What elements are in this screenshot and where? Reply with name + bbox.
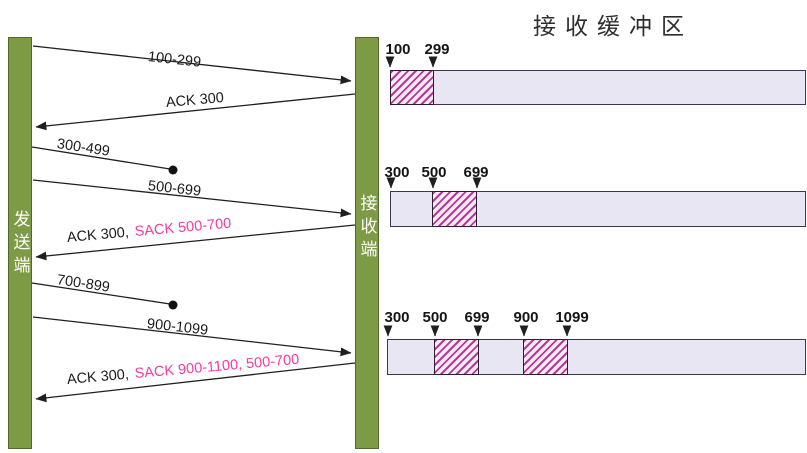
- segment-line-100-299: [32, 45, 352, 85]
- receive-buffer-state-3: [387, 339, 806, 375]
- buffer1-marker-299: 299: [424, 41, 450, 58]
- receive-buffer-title: 接收缓冲区: [533, 13, 693, 39]
- segment-line-700-899-lost: [31, 282, 171, 305]
- buffer3-marker-1099: 1099: [555, 309, 589, 326]
- received-block-500-699: [432, 191, 477, 227]
- received-block-100-299: [390, 70, 434, 105]
- received-block-900-1099: [523, 339, 568, 375]
- buffer3-marker-500: 500: [422, 309, 448, 326]
- sender-label: 发送端: [10, 210, 30, 279]
- received-block-500-699: [434, 339, 479, 375]
- buffer1-marker-100: 100: [385, 41, 411, 58]
- buffer3-marker-300: 300: [384, 309, 410, 326]
- segment-line-900-1099: [32, 316, 352, 357]
- receive-buffer-state-1: [390, 70, 806, 105]
- segment-line-500-699: [32, 179, 352, 218]
- receiver-label: 接收端: [357, 194, 377, 263]
- receive-buffer-state-2: [390, 191, 806, 227]
- buffer2-marker-500: 500: [421, 164, 447, 181]
- buffer3-marker-699: 699: [464, 309, 490, 326]
- ack-sack-line-500-700: [35, 224, 356, 261]
- buffer2-marker-300: 300: [384, 164, 410, 181]
- lost-packet-dot-700-899: [168, 300, 178, 310]
- ack-sack-line-900-1100: [35, 362, 356, 403]
- receiver-lifeline: 接收端: [355, 37, 379, 449]
- ack-line-300: [35, 93, 356, 131]
- lost-packet-dot-300-499: [168, 165, 178, 175]
- buffer3-marker-900: 900: [513, 309, 539, 326]
- segment-line-300-499-lost: [31, 146, 171, 170]
- sender-lifeline: 发送端: [8, 37, 32, 449]
- buffer2-marker-699: 699: [463, 164, 489, 181]
